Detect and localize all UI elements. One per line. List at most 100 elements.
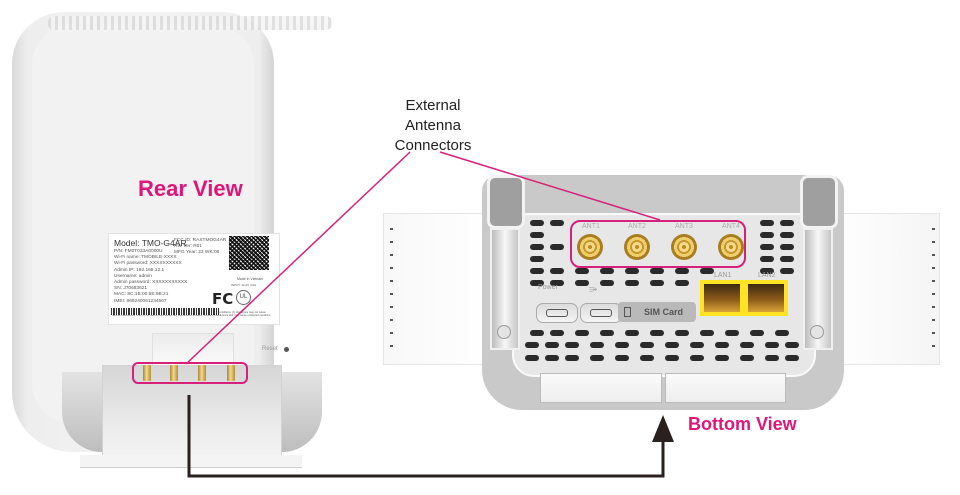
sim-slot-icon: [624, 307, 631, 317]
qr-code: [229, 236, 269, 270]
bottom-wing-right: [828, 213, 940, 365]
rear-antenna-connector-4: [227, 365, 235, 381]
label-line: Admin IP: 192.168.12.1: [114, 267, 165, 273]
foot-left: [540, 373, 662, 403]
vent-slot: [600, 330, 614, 336]
screw-icon: [810, 325, 824, 339]
label-line: Wi-Fi password: XXXXXXXXXX: [114, 261, 182, 267]
vent-slot: [530, 280, 544, 286]
vent-slot: [665, 342, 679, 348]
bottom-view-title: Bottom View: [688, 414, 797, 434]
label-input-rating: INPUT: 12.0V 3.0A: [231, 283, 257, 287]
label-made-in: Made in Vietnam: [237, 277, 264, 281]
screw-icon: [497, 325, 511, 339]
label-left-lines: P/N: FM0T033A0000U Wi-Fi name: TMOBILE-X…: [114, 249, 187, 305]
power-port-usb-c[interactable]: [536, 303, 578, 323]
vent-slot: [760, 256, 774, 262]
vent-slot: [760, 268, 774, 274]
lan2-port[interactable]: [748, 284, 784, 312]
rear-view-title: Rear View: [138, 176, 243, 201]
vent-slot: [530, 244, 544, 250]
rear-connectors-highlight: [132, 362, 248, 384]
callout-line: Connectors: [394, 137, 472, 154]
vent-slot: [625, 268, 639, 274]
stand-arm-right: [800, 175, 838, 229]
vent-slot: [765, 342, 779, 348]
vent-slot: [615, 355, 629, 361]
reset-button[interactable]: [284, 347, 289, 352]
vent-slot: [640, 355, 654, 361]
vent-slot: [530, 220, 544, 226]
wing-vent-dots-left: [390, 228, 393, 348]
vent-slot: [550, 220, 564, 226]
vent-slot: [640, 342, 654, 348]
label-line: IMEI: 869240061234567: [114, 298, 167, 304]
vent-slot: [525, 342, 539, 348]
vent-slot: [575, 268, 589, 274]
lan-port-block: [700, 280, 788, 316]
antenna-connector-ant4[interactable]: [718, 234, 744, 260]
rear-stand-foot: [80, 455, 302, 468]
label-line: Wi-Fi name: TMOBILE-XXXX: [114, 255, 177, 261]
label-line: Admin password: XXXXXXXXXXX: [114, 280, 188, 286]
antenna-connectors-highlight: [570, 220, 746, 268]
label-line: SN: J70683621: [114, 286, 148, 292]
wing-vent-dots-right: [932, 228, 935, 348]
rear-stand-neck: [152, 333, 234, 366]
vent-slot: [665, 355, 679, 361]
vent-slot: [600, 280, 614, 286]
vent-slot: [590, 355, 604, 361]
callout-line: Antenna: [405, 117, 461, 134]
vent-slot: [780, 244, 794, 250]
vent-slot: [675, 330, 689, 336]
callout-label: External Antenna Connectors: [378, 96, 488, 156]
vent-slot: [600, 268, 614, 274]
stand-arm-left: [487, 175, 525, 229]
vent-slot: [650, 268, 664, 274]
vent-slot: [550, 244, 564, 250]
vent-slot: [575, 280, 589, 286]
lan1-label: LAN1: [714, 272, 732, 279]
bottom-wing-left: [383, 213, 495, 365]
antenna-connector-ant3[interactable]: [671, 234, 697, 260]
vent-slot: [760, 244, 774, 250]
lan2-label: LAN2: [758, 272, 776, 279]
callout-line-bottom: [439, 151, 661, 221]
vent-slot: [530, 256, 544, 262]
antenna-connector-ant2[interactable]: [624, 234, 650, 260]
sim-card-slot[interactable]: SIM Card: [618, 302, 696, 322]
vent-slot: [740, 355, 754, 361]
usb-c-port[interactable]: [580, 303, 622, 323]
vent-slot: [650, 280, 664, 286]
label-line: Username: admin: [114, 273, 152, 279]
label-line: P/N: FM0T033A0000U: [114, 249, 163, 254]
fcc-logo: FC: [212, 290, 234, 308]
vent-slot: [785, 355, 799, 361]
vent-slot: [525, 355, 539, 361]
vent-slot: [675, 268, 689, 274]
antenna-connector-ant1[interactable]: [577, 234, 603, 260]
rear-antenna-connector-3: [198, 365, 206, 381]
vent-slot: [750, 330, 764, 336]
bottom-feet: [540, 373, 786, 403]
vent-slot: [545, 355, 559, 361]
rear-vent-grill: [48, 16, 332, 30]
vent-slot: [545, 342, 559, 348]
vent-slot: [740, 342, 754, 348]
vent-slot: [715, 342, 729, 348]
vent-slot: [625, 280, 639, 286]
sim-card-label: SIM Card: [644, 307, 684, 317]
label-line: FCC ID: RAXTMOG4AR: [174, 238, 227, 243]
vent-slot: [700, 330, 714, 336]
vent-slot: [780, 268, 794, 274]
lan1-port[interactable]: [704, 284, 740, 312]
vent-slot: [615, 342, 629, 348]
callout-line-rear: [185, 151, 411, 365]
vent-slot: [550, 268, 564, 274]
reset-label: Reset: [262, 346, 278, 352]
usb-icon: ⭄: [589, 284, 598, 295]
vent-slot: [775, 330, 789, 336]
power-label: Power: [538, 284, 558, 291]
vent-slot: [530, 232, 544, 238]
rear-antenna-connector-1: [143, 365, 151, 381]
